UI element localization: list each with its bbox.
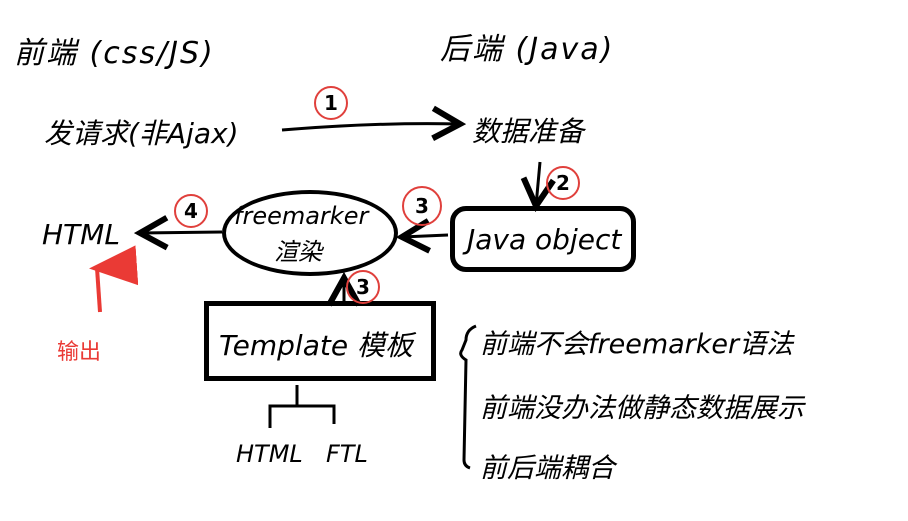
- backend-title: 后端 (Java): [440, 32, 615, 67]
- data-prepare-label: 数据准备: [472, 115, 585, 148]
- java-object-node: Java object: [450, 206, 636, 272]
- template-node: Template 模板: [204, 301, 436, 381]
- frontend-title: 前端 (css/JS): [14, 36, 215, 71]
- arrow-freemarker-to-html: [140, 232, 223, 233]
- arrow-prepare-to-object: [536, 161, 540, 206]
- output-label: 输出: [57, 340, 102, 365]
- render-label: 渲染: [274, 238, 322, 266]
- note-1: 前端不会freemarker语法: [480, 329, 794, 360]
- template-child-ftl: FTL: [326, 440, 368, 468]
- notes-brace: [459, 324, 477, 470]
- send-request-label: 发请求(非Ajax): [44, 117, 239, 150]
- template-child-html: HTML: [236, 440, 303, 468]
- html-output-node: HTML: [42, 218, 120, 251]
- template-tree: [268, 385, 336, 428]
- java-object-label: Java object: [467, 223, 622, 256]
- note-2: 前端没办法做静态数据展示: [480, 393, 804, 424]
- step-2-badge: 2: [546, 166, 580, 200]
- template-label: Template 模板: [219, 329, 413, 362]
- step-1-badge: 1: [314, 86, 348, 120]
- arrow-request-to-backend: [281, 124, 460, 130]
- step-4-badge: 4: [174, 194, 208, 228]
- step-3-badge-template: 3: [346, 270, 380, 304]
- step-3-badge-object: 3: [402, 186, 442, 226]
- note-3: 前后端耦合: [480, 453, 615, 484]
- freemarker-label: freemarker: [234, 202, 369, 230]
- output-arrow: [89, 245, 139, 313]
- freemarker-node: freemarker 渲染: [222, 190, 398, 276]
- arrow-object-to-freemarker: [402, 235, 449, 237]
